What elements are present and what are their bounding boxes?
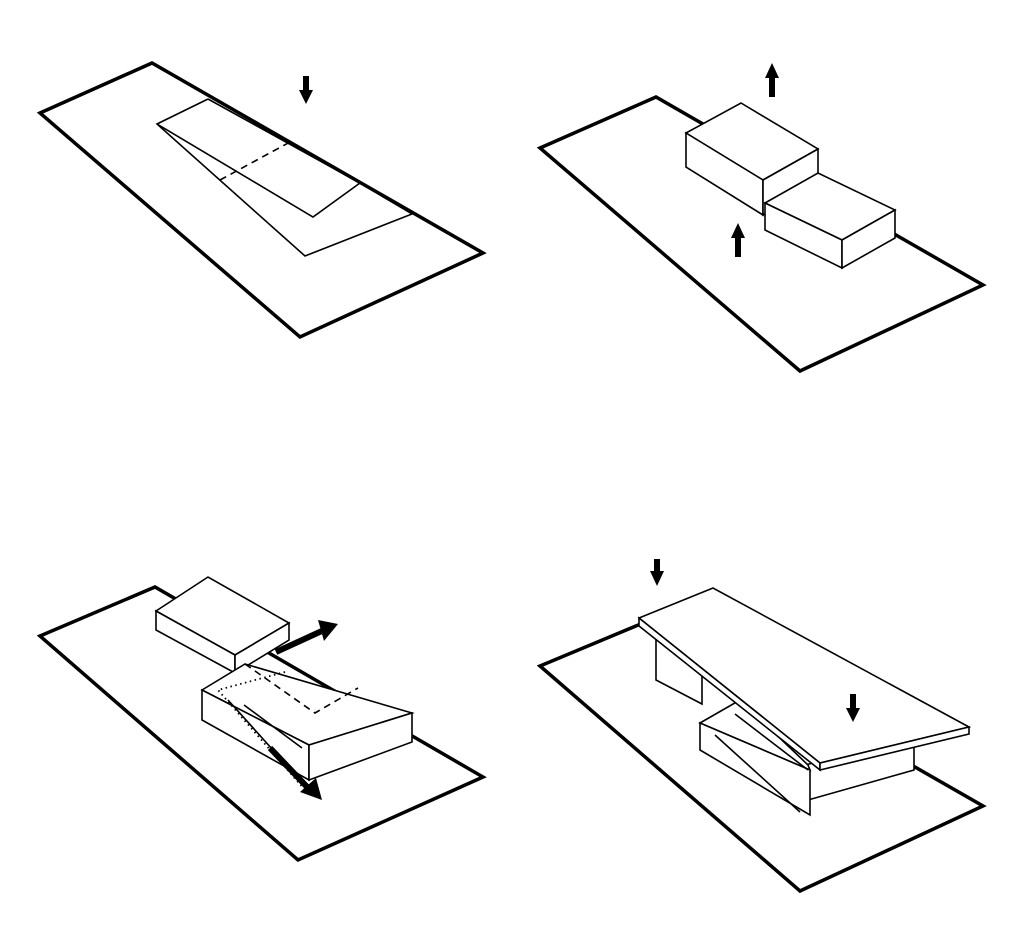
- up-arrow-icon: [731, 223, 745, 257]
- ground-plane: [536, 616, 987, 894]
- panel-roof: [536, 559, 987, 894]
- roof-plate: [637, 587, 972, 772]
- panel-subtract: [36, 61, 487, 340]
- shift-out-arrow-icon: [274, 620, 338, 655]
- shift-out-arrow-icon: [267, 745, 322, 800]
- ground-plane: [536, 95, 987, 374]
- up-arrow-icon: [765, 63, 779, 97]
- panel-lift: [536, 63, 987, 374]
- footprint-outline: [155, 98, 414, 257]
- dashed-line: [244, 663, 359, 714]
- dashed-line: [219, 141, 291, 181]
- ground-plane: [36, 585, 487, 863]
- volume: [200, 663, 415, 782]
- volume: [154, 576, 291, 675]
- volume: [763, 172, 897, 270]
- ground-plane: [36, 61, 487, 340]
- panel-shift: [36, 576, 487, 863]
- down-arrow-icon: [650, 559, 664, 586]
- volume: [698, 699, 812, 817]
- down-arrow-icon: [846, 694, 860, 722]
- footprint-inner-outline: [156, 98, 362, 218]
- volume: [684, 102, 820, 217]
- down-arrow-icon: [299, 76, 313, 104]
